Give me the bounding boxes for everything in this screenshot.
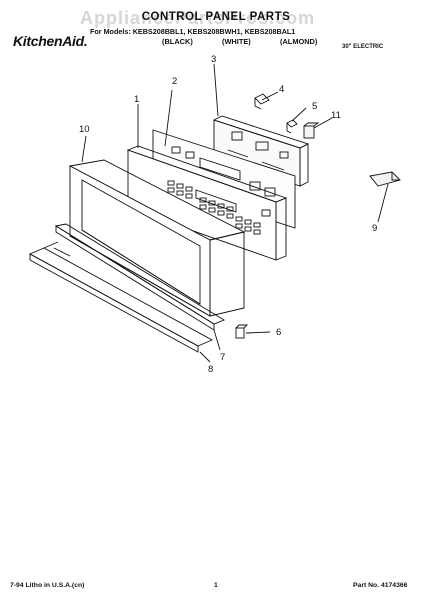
leader-11 [313,117,333,129]
part-4-clip [254,93,270,110]
page-title: CONTROL PANEL PARTS [141,11,291,23]
brand-logo: KitchenAid. [13,33,88,49]
callout-9: 9 [372,223,378,234]
callout-6: 6 [276,327,282,338]
models-line: For Models: KEBS208BBL1, KEBS208BWH1, KE… [90,27,295,36]
part-11-cover [303,122,320,139]
callout-4: 4 [279,84,285,95]
leader-3 [213,63,219,117]
footer-page-number: 1 [214,582,218,589]
watermark: AppliancePartsPros.com [80,8,316,28]
leader-5 [291,107,307,122]
part-5-bracket [286,119,298,134]
callout-8: 8 [208,364,214,375]
keypad [167,180,271,235]
color-white: (WHITE) [222,37,251,46]
callout-3: 3 [211,54,217,65]
models-prefix: For Models: [90,27,131,36]
color-almond: (ALMOND) [280,37,318,46]
models-list: KEBS208BBL1, KEBS208BWH1, KEBS208BAL1 [132,27,296,36]
leader-10 [81,135,87,163]
leader-6 [245,331,271,334]
color-black: (BLACK) [162,37,193,46]
callout-5: 5 [312,101,318,112]
leader-7 [213,329,221,351]
leader-8 [199,351,211,363]
subtitle: 30" ELECTRIC [342,44,384,50]
part-10-housing [68,159,246,317]
part-8-bottom-trim [28,241,214,353]
leader-4 [261,91,279,101]
part-9-bracket [369,171,401,187]
footer-part-number: Part No. 4174366 [353,582,408,589]
leader-9 [377,183,389,223]
callout-2: 2 [172,76,178,87]
footer-litho: 7-94 Litho in U.S.A.(cn) [10,582,85,589]
part-6-clip [235,324,249,339]
callout-7: 7 [220,352,226,363]
leader-2 [164,89,173,147]
callout-10: 10 [79,124,90,135]
callout-11: 11 [331,110,341,121]
callout-1: 1 [134,94,140,105]
part-3-control-board [212,115,310,187]
part-1-control-panel [126,145,288,261]
